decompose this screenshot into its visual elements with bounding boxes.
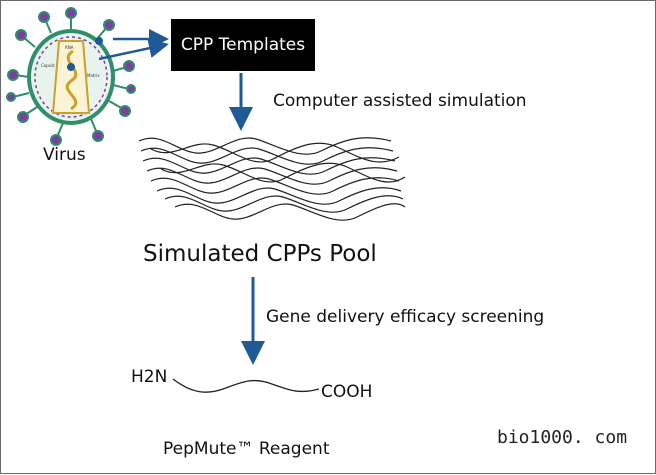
- virus-spikes: [6, 7, 136, 146]
- cpp-templates-box: CPP Templates: [171, 19, 315, 71]
- simulated-waves: [138, 137, 406, 221]
- arrow-virus-to-templates-2: [98, 38, 169, 61]
- pool-title: Simulated CPPs Pool: [143, 241, 377, 267]
- c-terminus-label: COOH: [321, 382, 373, 402]
- peptide-chain: [172, 378, 320, 393]
- virus-capsid: [51, 40, 91, 114]
- virus-rna: [65, 49, 78, 111]
- virus-illustration: RNA Capsid Matrix: [6, 7, 136, 146]
- virus-label-capsid: Capsid: [41, 63, 55, 68]
- watermark: bio1000. com: [497, 427, 628, 448]
- n-terminus-label: H2N: [131, 367, 168, 387]
- virus-label-matrix: Matrix: [87, 73, 100, 78]
- virus-label-rna: RNA: [65, 45, 74, 50]
- screening-step-label: Gene delivery efficacy screening: [266, 307, 545, 327]
- product-label: PepMute™ Reagent: [163, 439, 330, 459]
- virus-label: Virus: [43, 145, 86, 165]
- simulation-step-label: Computer assisted simulation: [273, 91, 527, 111]
